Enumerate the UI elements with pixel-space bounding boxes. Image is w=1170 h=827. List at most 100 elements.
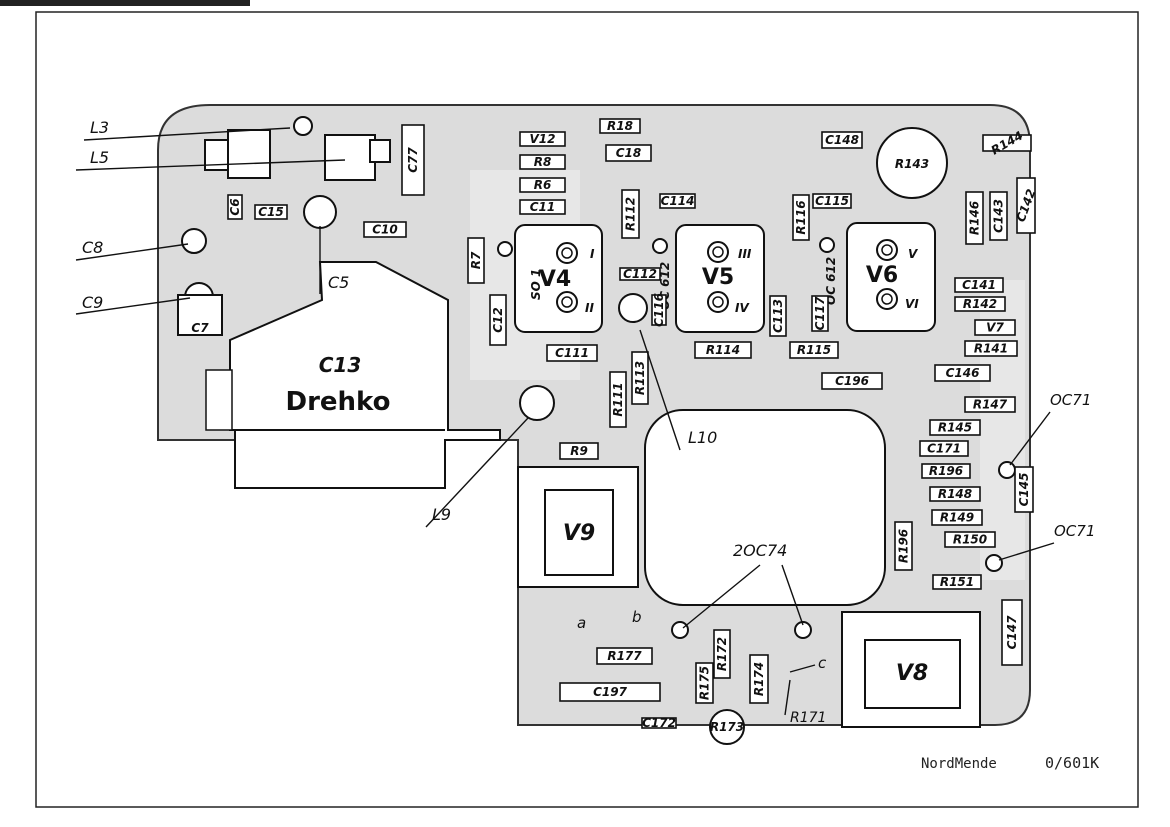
c15-label: C15 bbox=[258, 205, 284, 219]
c145-label: C145 bbox=[1017, 473, 1031, 507]
r174-label: R174 bbox=[752, 662, 766, 696]
c9-callout-label: C9 bbox=[82, 293, 103, 312]
component-r113: R113 bbox=[631, 351, 649, 405]
c5-callout-label: C5 bbox=[328, 273, 349, 292]
r141-label: R141 bbox=[974, 342, 1008, 356]
c18-label: C18 bbox=[616, 146, 642, 160]
l5-callout-label: L5 bbox=[90, 148, 109, 167]
r147-label: R147 bbox=[973, 398, 1008, 412]
component-r6: R6 bbox=[519, 177, 566, 193]
v6-label: V6 bbox=[866, 263, 898, 288]
l10-callout-label: L10 bbox=[688, 428, 717, 447]
component-c196: C196 bbox=[821, 372, 883, 390]
component-r115: R115 bbox=[789, 341, 839, 359]
r111-label: R111 bbox=[611, 382, 625, 416]
component-r111: R111 bbox=[609, 371, 627, 428]
component-c117: C117 bbox=[811, 295, 829, 332]
component-c77: C77 bbox=[401, 124, 425, 196]
r171-callout-label: R171 bbox=[790, 710, 826, 726]
c171-label: C171 bbox=[927, 442, 961, 456]
c111-label: C111 bbox=[555, 346, 589, 360]
r9-label: R9 bbox=[570, 444, 588, 458]
c-callout-label: c bbox=[818, 654, 827, 672]
component-r146: R146 bbox=[965, 191, 984, 245]
v7-label: V7 bbox=[986, 321, 1004, 335]
c147-label: C147 bbox=[1005, 615, 1019, 650]
component-r18: R18 bbox=[599, 118, 641, 134]
c117-label: C117 bbox=[813, 296, 827, 331]
r112-label: R112 bbox=[624, 197, 638, 231]
c146-label: C146 bbox=[946, 366, 980, 380]
callout-l9: L9 bbox=[425, 417, 529, 528]
component-r147: R147 bbox=[964, 396, 1016, 413]
r196b-label: R196 bbox=[897, 529, 911, 563]
r150-label: R150 bbox=[953, 533, 987, 547]
callout-oc71_b: OC71 bbox=[998, 522, 1095, 561]
r18-label: R18 bbox=[607, 119, 633, 133]
r114-label: R114 bbox=[706, 343, 740, 357]
c196-label: C196 bbox=[835, 374, 869, 388]
component-r9: R9 bbox=[559, 442, 599, 460]
callout-c8: C8 bbox=[75, 238, 189, 261]
l9-callout-label: L9 bbox=[432, 505, 451, 524]
r143-label: R143 bbox=[895, 157, 929, 171]
oc71_b-callout-label: OC71 bbox=[1054, 522, 1095, 540]
callout-l10: L10 bbox=[639, 329, 717, 451]
component-c6: C6 bbox=[227, 194, 243, 220]
component-c115: C115 bbox=[812, 193, 852, 209]
callout-c9: C9 bbox=[75, 293, 191, 315]
c12-label: C12 bbox=[491, 307, 505, 333]
r8-label: R8 bbox=[534, 155, 552, 169]
drehko-capacitor: C13 Drehko bbox=[205, 261, 501, 489]
transformer-v8: V8 bbox=[841, 611, 981, 728]
component-c12: C12 bbox=[489, 294, 507, 346]
module-v4: V4 SO 1 I II bbox=[514, 224, 603, 333]
c8-callout-label: C8 bbox=[82, 238, 103, 257]
c11-label: C11 bbox=[530, 200, 556, 214]
component-c10: C10 bbox=[363, 221, 407, 238]
component-r151: R151 bbox=[932, 574, 982, 590]
callout-oc71_a: OC71 bbox=[1009, 391, 1091, 466]
module-v6: V6 V VI bbox=[846, 222, 936, 332]
component-r173: R173 bbox=[709, 709, 745, 745]
r173-label: R173 bbox=[710, 720, 744, 734]
roman-5-label: V bbox=[908, 247, 919, 261]
r115-label: R115 bbox=[797, 343, 831, 357]
component-r8: R8 bbox=[519, 154, 566, 170]
v8-label: V8 bbox=[896, 661, 928, 686]
c143-label: C143 bbox=[992, 199, 1006, 233]
c197-label: C197 bbox=[593, 685, 628, 699]
component-c18: C18 bbox=[605, 144, 652, 162]
transformer-v9: V9 bbox=[517, 466, 639, 588]
component-c15: C15 bbox=[254, 204, 288, 220]
component-r141: R141 bbox=[964, 340, 1018, 357]
component-r177: R177 bbox=[596, 647, 653, 665]
c148-label: C148 bbox=[825, 133, 859, 147]
v12-label: V12 bbox=[530, 132, 556, 146]
r143-potentiometer: R143 bbox=[876, 127, 948, 199]
r145-label: R145 bbox=[938, 421, 972, 435]
component-c145: C145 bbox=[1014, 466, 1034, 513]
oc612-b-label: OC 612 bbox=[824, 257, 838, 305]
oc71_a-callout-label: OC71 bbox=[1050, 391, 1091, 409]
c10-label: C10 bbox=[372, 223, 398, 237]
component-r145: R145 bbox=[929, 419, 981, 436]
speaker-cutout bbox=[644, 409, 886, 606]
r151-label: R151 bbox=[940, 575, 974, 589]
component-c113: C113 bbox=[769, 295, 787, 337]
callout-l3: L3 bbox=[83, 118, 291, 141]
component-c111: C111 bbox=[546, 344, 598, 362]
component-r172: R172 bbox=[713, 629, 731, 679]
header-bar bbox=[0, 0, 250, 6]
component-c114: C114 bbox=[659, 193, 696, 209]
component-c146: C146 bbox=[934, 364, 991, 382]
r142-label: R142 bbox=[963, 297, 997, 311]
roman-1-label: I bbox=[590, 247, 595, 261]
component-r7: R7 bbox=[467, 237, 485, 284]
footer-code: 0/601K bbox=[1045, 754, 1099, 772]
callout-c: c bbox=[789, 654, 827, 673]
v5-label: V5 bbox=[702, 265, 734, 290]
